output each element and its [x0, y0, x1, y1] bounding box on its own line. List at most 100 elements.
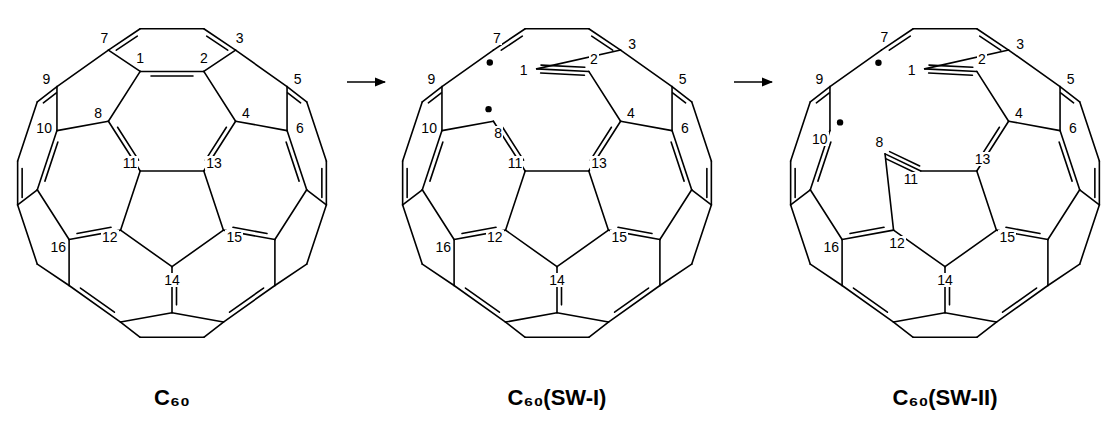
bond-line — [307, 190, 327, 205]
bond-line — [830, 50, 881, 87]
atom-number: 16 — [435, 240, 453, 254]
atom-number: 1 — [907, 63, 917, 77]
bond-line — [525, 28, 589, 30]
bond-line — [501, 36, 522, 50]
atom-number: 3 — [1015, 37, 1025, 51]
atom-number: 9 — [41, 72, 51, 86]
atom-number: 7 — [879, 30, 889, 44]
bond-line — [506, 322, 526, 337]
bond-line — [140, 28, 204, 30]
bond-line — [307, 205, 327, 264]
bond-line — [608, 285, 659, 322]
atom-number: 10 — [420, 121, 438, 135]
bond-line — [442, 50, 493, 87]
atom-number: 6 — [680, 121, 690, 135]
bond-line — [659, 240, 661, 286]
bond-line — [121, 313, 172, 322]
bond-line — [287, 131, 307, 190]
bond-line — [287, 87, 307, 102]
bond-line — [1059, 142, 1072, 181]
atom-number: 15 — [225, 230, 243, 244]
atom-number: 11 — [903, 172, 920, 186]
bond-line — [69, 285, 120, 322]
bond-line — [592, 36, 613, 50]
atom-number: 4 — [1014, 106, 1024, 120]
bond-line — [794, 168, 796, 197]
bond-line — [913, 336, 977, 338]
bond-line — [980, 36, 1001, 50]
bond-line — [275, 190, 307, 240]
bond-line — [589, 121, 621, 171]
bond-line — [402, 161, 404, 205]
atom-number: 11 — [122, 156, 139, 170]
bond-line — [841, 240, 843, 286]
atom-number: 14 — [548, 273, 566, 287]
atom-number: 10 — [35, 121, 53, 135]
bond-line — [43, 93, 56, 103]
bond-line — [818, 142, 831, 181]
bond-line — [422, 190, 454, 240]
bond-line — [842, 230, 893, 239]
atom-number: 1 — [135, 51, 145, 65]
bond-line — [621, 50, 672, 87]
bond-line — [621, 121, 672, 130]
bond-line — [506, 230, 557, 267]
bond-line — [465, 288, 499, 312]
atom-number: 8 — [875, 135, 885, 149]
atom-number: 15 — [998, 230, 1016, 244]
bond-line — [671, 142, 684, 181]
atom-number: 8 — [93, 106, 103, 120]
atom-number: 6 — [295, 121, 305, 135]
bond-line — [307, 102, 327, 161]
bond-line — [80, 288, 114, 312]
bond-line — [790, 161, 792, 205]
bond-line — [236, 50, 287, 87]
bond-line — [422, 87, 442, 102]
fullerene-molecule — [403, 29, 712, 338]
bond-line — [589, 29, 621, 50]
bond-line — [791, 102, 811, 161]
fullerene-molecule — [791, 29, 1100, 338]
bond-line — [172, 230, 223, 267]
compound-label: C₆₀(SW-I) — [508, 387, 607, 409]
bond-line — [810, 190, 842, 240]
bond-line — [711, 161, 713, 205]
bond-line — [18, 102, 38, 161]
bond-line — [493, 121, 525, 171]
bond-line — [108, 121, 140, 171]
atom-number: 12 — [888, 236, 906, 250]
bond-line — [850, 227, 884, 233]
bond-line — [1094, 168, 1096, 197]
atom-number: 7 — [492, 31, 502, 45]
atom-number: 2 — [589, 52, 599, 66]
bond-line — [692, 102, 712, 161]
bond-line — [37, 264, 69, 285]
bond-line — [428, 93, 441, 103]
bond-line — [430, 142, 443, 181]
bond-line — [791, 190, 811, 205]
bond-line — [929, 73, 973, 75]
bond-line — [1060, 87, 1080, 102]
bond-line — [791, 205, 811, 264]
compound-label: C₆₀(SW-II) — [893, 387, 998, 409]
bond-line — [810, 131, 830, 190]
atom-number: 5 — [293, 72, 303, 86]
bond-line — [172, 313, 223, 322]
bond-line — [275, 264, 307, 285]
atom-number: 9 — [814, 72, 824, 86]
bond-line — [945, 230, 996, 267]
bond-line — [945, 313, 996, 322]
bond-line — [890, 152, 920, 166]
atom-number: 16 — [50, 240, 68, 254]
bond-line — [816, 93, 829, 103]
bond-line — [37, 131, 57, 190]
bond-line — [140, 170, 204, 172]
bond-line — [204, 171, 224, 230]
atom-number: 8 — [493, 126, 503, 140]
atom-number: 7 — [99, 31, 109, 45]
atom-number: 12 — [486, 230, 504, 244]
atom-number: 12 — [101, 230, 119, 244]
bond-line — [37, 87, 57, 102]
bond-line — [1009, 50, 1060, 87]
